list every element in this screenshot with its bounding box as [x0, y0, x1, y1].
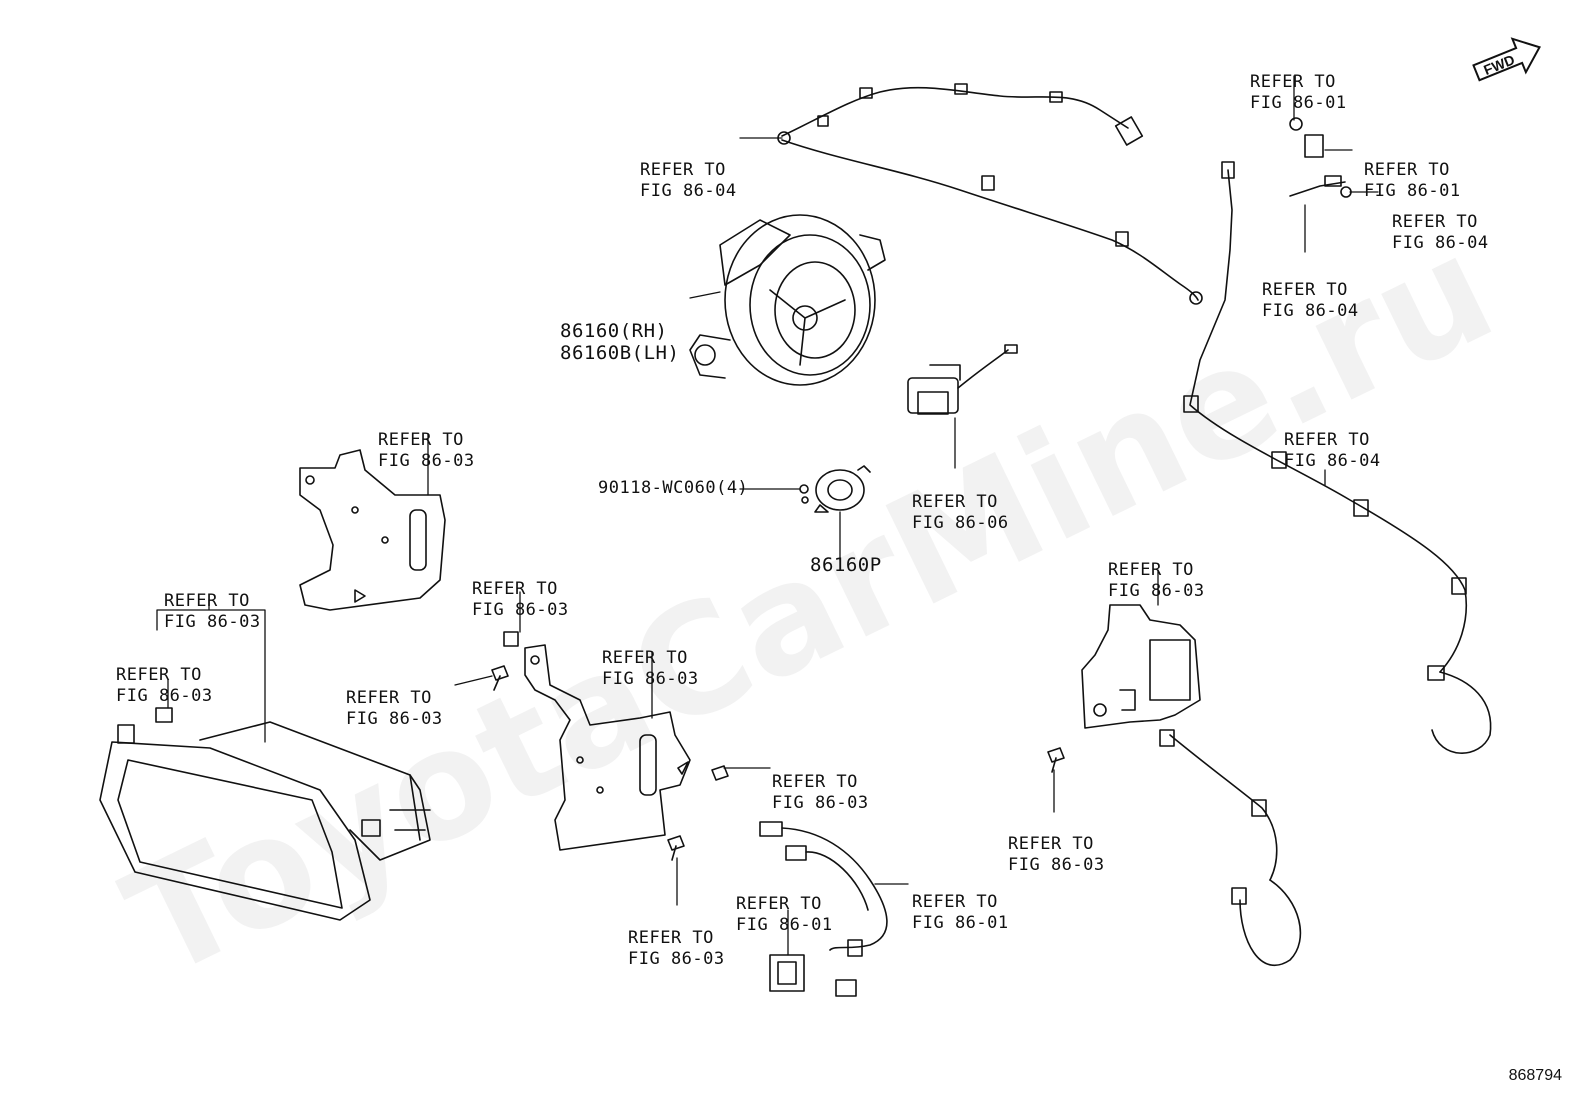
display-unit [99, 721, 431, 921]
part-number-tweeter: 86160P [810, 554, 882, 576]
part-number-screw: 90118-WC060(4) [598, 478, 749, 498]
fasteners [155, 631, 1065, 861]
center-bracket [524, 644, 691, 851]
camera-unit [907, 344, 1018, 415]
illustration-number: 868794 [1508, 1067, 1562, 1084]
lower-right-harness [1159, 729, 1302, 967]
fwd-label: FWD [1481, 51, 1517, 78]
tweeter-86160p [799, 465, 871, 513]
part-number-speaker: 86160(RH)86160B(LH) [560, 276, 679, 386]
part-86160b-lh: 86160B(LH) [560, 342, 680, 364]
part-86160-rh: 86160(RH) [560, 320, 668, 342]
leader-lines [156, 75, 1379, 956]
cable-assembly [759, 821, 888, 997]
top-wire-harness [777, 83, 1203, 305]
speaker-86160 [689, 214, 886, 386]
small-clips [1289, 117, 1352, 198]
right-wire-harness [1183, 161, 1492, 754]
right-bracket [1081, 604, 1201, 729]
forward-arrow-icon: FWD [1472, 37, 1541, 82]
upper-bracket [299, 449, 446, 611]
